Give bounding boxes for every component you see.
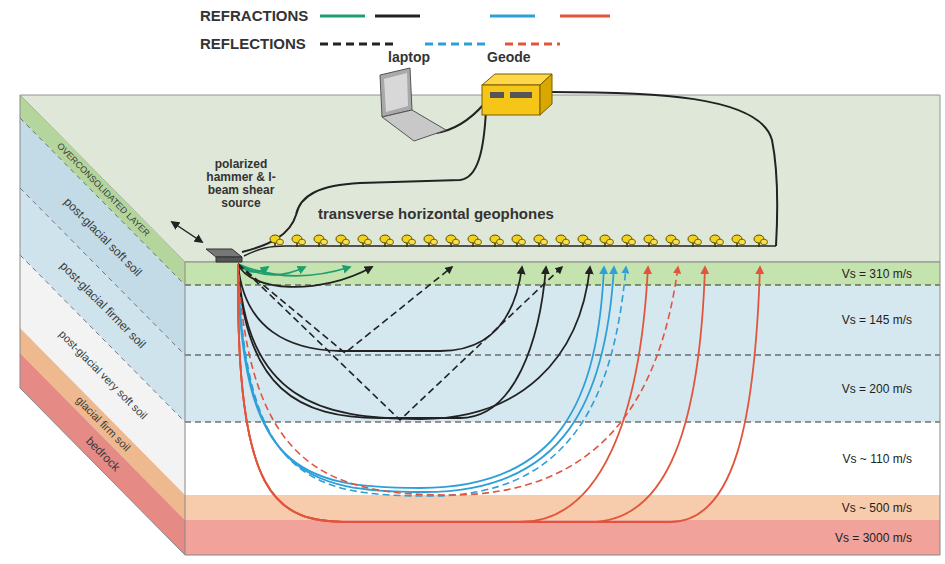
geophone-icon <box>336 235 350 247</box>
geophone-icon <box>446 235 460 247</box>
reflection-ray <box>238 264 678 495</box>
refraction-ray <box>238 264 648 522</box>
refraction-ray <box>238 264 614 492</box>
geophone-icon <box>754 235 768 247</box>
reflection-ray <box>238 264 626 496</box>
legend-line-sample <box>560 15 610 18</box>
legend-dash-sample <box>505 43 560 46</box>
soil-layer-band: post-glacial very soft soilVs ~ 110 m/s <box>185 422 940 495</box>
shear-source <box>206 249 242 257</box>
legend-dash-sample <box>425 43 485 46</box>
geophone-icon <box>666 235 680 247</box>
reflection-ray <box>238 264 562 420</box>
refraction-ray <box>238 264 546 418</box>
shear-velocity-label: Vs ~ 110 m/s <box>843 453 912 465</box>
layer-name: post-glacial soft soil <box>61 195 143 278</box>
polarization-arrow <box>172 222 202 242</box>
geophone-icon <box>644 235 658 247</box>
layer-boundary <box>20 188 185 355</box>
geophone-icon <box>380 235 394 247</box>
geophone-icon <box>622 235 636 247</box>
shear-velocity-label: Vs = 310 m/s <box>842 268 912 280</box>
laptop-icon <box>384 73 408 112</box>
geode-icon <box>510 92 532 98</box>
geode-icon <box>540 74 552 115</box>
array-label: transverse horizontal geophones <box>318 206 554 221</box>
geophone-icon <box>292 235 306 247</box>
geophone-icon <box>512 235 526 247</box>
geode-icon <box>490 92 504 98</box>
soil-layer-band: glacial firm soilVs ~ 500 m/s <box>185 495 940 520</box>
geophone-icon <box>358 235 372 247</box>
geophone-icon <box>314 235 328 247</box>
geophone-icon <box>556 235 570 247</box>
device-label: laptop <box>388 50 430 64</box>
layer-boundary <box>20 255 185 422</box>
legend-text: REFLECTIONS <box>200 36 306 51</box>
layer-boundary <box>185 355 940 356</box>
soil-layer-band: post-glacial firmer soilVs = 200 m/s <box>185 355 940 422</box>
soil-layer-band: bedrockVs = 3000 m/s <box>185 520 940 555</box>
laptop-icon <box>380 68 412 117</box>
layer-name: OVERCONSOLIDATED LAYER <box>55 142 151 239</box>
layer-front <box>185 422 940 495</box>
layer-boundary <box>20 118 185 285</box>
geophone-icon <box>402 235 416 247</box>
layer-boundary <box>185 285 940 286</box>
legend-line-sample <box>320 15 365 18</box>
geophone-icon <box>424 235 438 247</box>
geophone-icon <box>468 235 482 247</box>
refraction-ray <box>238 264 760 522</box>
source-label: polarized hammer & I-beam shear source <box>200 158 282 210</box>
soil-layer-band: OVERCONSOLIDATED LAYERVs = 310 m/s <box>185 262 940 285</box>
layer-front <box>185 495 940 520</box>
soil-layer-band: post-glacial soft soilVs = 145 m/s <box>185 285 940 355</box>
layer-boundary <box>185 422 940 423</box>
shear-velocity-label: Vs = 3000 m/s <box>835 532 912 544</box>
refraction-ray <box>238 264 350 276</box>
geophone-icon <box>534 235 548 247</box>
geophone-icon <box>732 235 746 247</box>
shear-velocity-label: Vs ~ 500 m/s <box>842 502 912 514</box>
legend-line-sample <box>375 15 420 18</box>
refraction-ray <box>238 264 705 522</box>
geophone-icon <box>490 235 504 247</box>
layer-side <box>20 328 185 520</box>
layer-front <box>185 355 940 422</box>
device-label: Geode <box>487 50 531 64</box>
legend-text: REFRACTIONS <box>200 8 308 23</box>
geode-icon <box>482 85 540 115</box>
trigger-cable <box>242 110 486 252</box>
geophone-icon <box>710 235 724 247</box>
layer-front <box>185 262 940 285</box>
block-outline <box>20 95 940 555</box>
geophone-icon <box>688 235 702 247</box>
layer-front <box>185 520 940 555</box>
refraction-ray <box>238 264 590 419</box>
shear-velocity-label: Vs = 200 m/s <box>842 383 912 395</box>
legend-dash-sample <box>320 43 395 46</box>
legend-line-sample <box>490 15 535 18</box>
refraction-ray <box>238 264 522 351</box>
geophone-cable <box>550 92 777 246</box>
laptop-icon <box>382 110 446 141</box>
refraction-ray <box>238 264 604 488</box>
geophone-icon <box>270 235 284 247</box>
geophone-icon <box>578 235 592 247</box>
reflection-ray <box>238 264 452 353</box>
geophone-cable <box>244 246 776 256</box>
shear-velocity-label: Vs = 145 m/s <box>842 314 912 326</box>
shear-source <box>216 257 242 262</box>
geophone-icon <box>600 235 614 247</box>
